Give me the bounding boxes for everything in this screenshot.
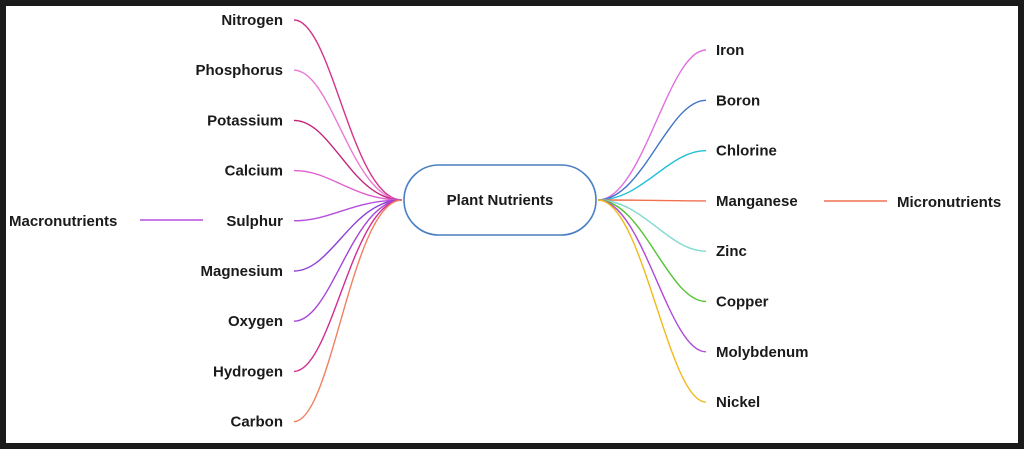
node-chlorine[interactable]: Chlorine [716, 143, 777, 160]
connector-copper [597, 199, 707, 303]
node-potassium[interactable]: Potassium [207, 112, 283, 129]
node-sulphur[interactable]: Sulphur [226, 213, 283, 230]
node-iron[interactable]: Iron [716, 42, 744, 59]
connector-manganese [597, 199, 707, 202]
node-nitrogen[interactable]: Nitrogen [221, 12, 283, 29]
node-hydrogen[interactable]: Hydrogen [213, 363, 283, 380]
node-nickel[interactable]: Nickel [716, 394, 760, 411]
node-molybdenum[interactable]: Molybdenum [716, 344, 809, 361]
node-calcium[interactable]: Calcium [225, 163, 283, 180]
node-carbon[interactable]: Carbon [231, 414, 284, 431]
mindmap-diagram: Plant Nutrients NitrogenPhosphorusPotass… [9, 12, 1001, 431]
connector-hydrogen [293, 199, 403, 373]
center-node-label: Plant Nutrients [447, 192, 554, 209]
connector-iron [597, 49, 707, 201]
center-node[interactable] [403, 164, 597, 236]
connector-chlorine [597, 149, 707, 201]
connector-potassium [293, 119, 403, 201]
connector-oxygen [293, 199, 403, 322]
connector-phosphorus [293, 69, 403, 201]
connector-nickel [597, 199, 707, 403]
left-labels: NitrogenPhosphorusPotassiumCalciumSulphu… [195, 12, 283, 431]
left-connectors [293, 19, 403, 423]
node-zinc[interactable]: Zinc [716, 243, 747, 260]
node-magnesium[interactable]: Magnesium [200, 263, 283, 280]
macronutrients-label: Macronutrients [9, 213, 117, 230]
node-phosphorus[interactable]: Phosphorus [195, 62, 283, 79]
node-copper[interactable]: Copper [716, 294, 769, 311]
connector-calcium [293, 169, 403, 201]
micronutrients-label: Micronutrients [897, 194, 1001, 211]
connector-sulphur [293, 199, 403, 222]
right-connectors [597, 49, 707, 403]
connector-magnesium [293, 199, 403, 272]
connector-molybdenum [597, 199, 707, 353]
node-boron[interactable]: Boron [716, 92, 760, 109]
connector-zinc [597, 199, 707, 252]
node-oxygen[interactable]: Oxygen [228, 313, 283, 330]
node-manganese[interactable]: Manganese [716, 193, 798, 210]
right-labels: IronBoronChlorineManganeseZincCopperMoly… [716, 42, 809, 411]
connector-boron [597, 99, 707, 201]
connector-nitrogen [293, 19, 403, 201]
connector-carbon [293, 199, 403, 423]
